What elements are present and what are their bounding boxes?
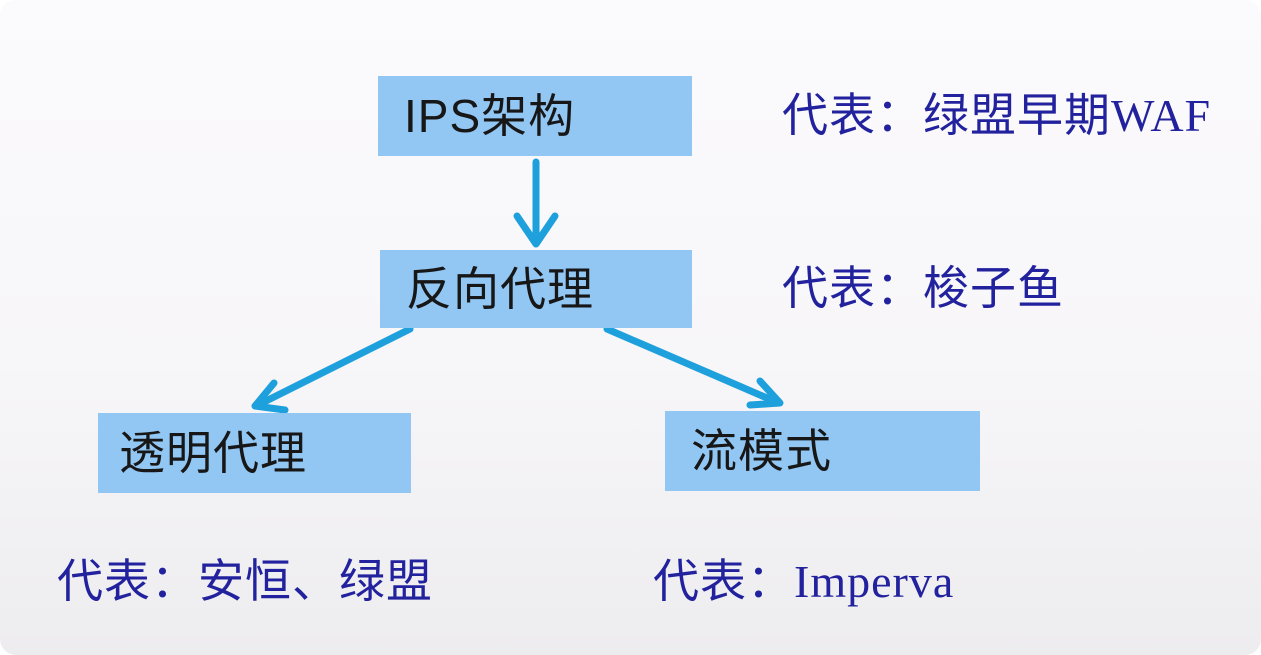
annotation-stream-mode-representative: 代表：Imperva	[653, 556, 955, 607]
node-stream-mode: 流模式	[665, 411, 980, 491]
node-transparent-proxy-label: 透明代理	[119, 427, 307, 479]
node-reverse-proxy-label: 反向代理	[406, 263, 594, 315]
arrow-ips-to-reverse-proxy	[513, 158, 559, 248]
node-ips-architecture: IPS架构	[378, 76, 692, 156]
annotation-ips-representative: 代表：绿盟早期WAF	[782, 90, 1212, 141]
arrow-reverse-proxy-to-stream-mode	[603, 325, 784, 409]
annotation-transparent-proxy-representative: 代表：安恒、绿盟	[57, 556, 433, 607]
arrow-reverse-proxy-to-transparent-proxy	[251, 325, 414, 414]
node-ips-architecture-label: IPS架构	[404, 90, 576, 142]
node-transparent-proxy: 透明代理	[98, 413, 411, 493]
node-reverse-proxy: 反向代理	[380, 250, 692, 328]
node-stream-mode-label: 流模式	[691, 425, 832, 477]
annotation-reverse-proxy-representative: 代表：梭子鱼	[782, 263, 1064, 314]
